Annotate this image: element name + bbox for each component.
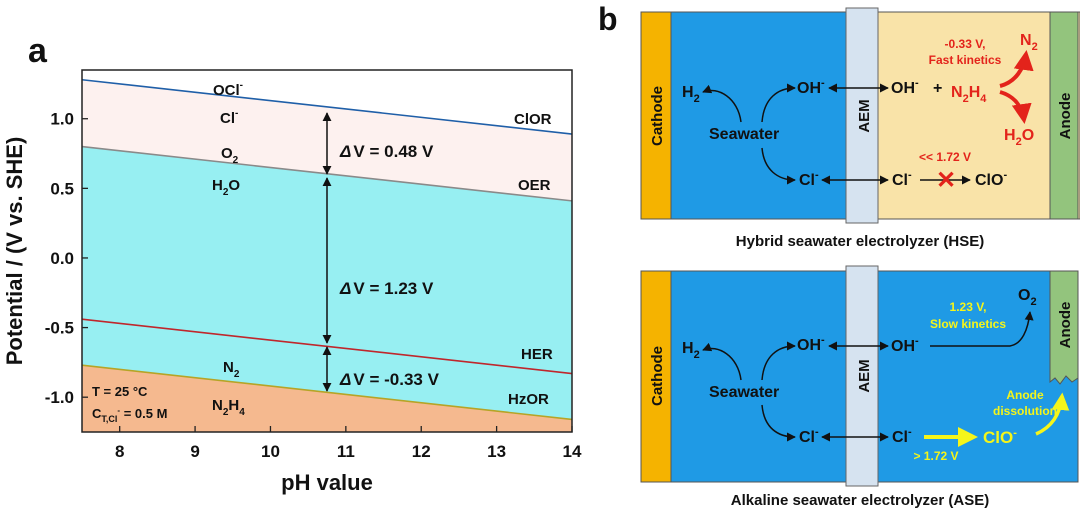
x-tick-label: 8 xyxy=(115,442,124,461)
plot-frame xyxy=(81,69,573,433)
hse-arrow-to-oh xyxy=(761,83,796,123)
series-line-clor xyxy=(82,78,572,135)
y-axis-label: Potential / (V vs. SHE) xyxy=(2,137,27,366)
ase-threshold: > 1.72 V xyxy=(913,449,958,463)
ase-cl-right: Cl- xyxy=(892,426,912,446)
x-tick-label: 9 xyxy=(190,442,199,461)
condition-temperature: T = 25 °C xyxy=(92,384,148,399)
hse-arrow-to-cl xyxy=(761,147,796,185)
ase-anode xyxy=(1049,270,1079,385)
hse-anode xyxy=(1049,11,1079,220)
ase-arrow-to-h2 xyxy=(702,342,742,381)
hse-anode-label: Anode xyxy=(1057,93,1074,140)
hse-cathode xyxy=(640,11,672,220)
ase-cathode xyxy=(640,270,672,483)
y-tick-label: 0.5 xyxy=(50,179,74,198)
ase-seawater: Seawater xyxy=(709,384,779,401)
ase-caption: Alkaline seawater electrolyzer (ASE) xyxy=(731,492,989,509)
hse-kinetics-line1: -0.33 V, xyxy=(945,37,986,51)
x-tick-label: 10 xyxy=(261,442,280,461)
hse-electrolyzer: Cathode AEM Anode H2 Seawater OH- Cl- OH… xyxy=(640,7,1080,250)
line-label-hzor: HzOR xyxy=(508,391,549,408)
x-axis: 8 9 10 11 12 13 14 xyxy=(115,426,582,461)
species-ocl: OCl- xyxy=(213,80,243,99)
x-axis-label: pH value xyxy=(281,470,373,495)
ase-oh-right: OH- xyxy=(891,335,919,355)
hse-electrolyte-left xyxy=(640,11,879,220)
x-tick-label: 13 xyxy=(487,442,506,461)
hse-arrow-to-n2 xyxy=(999,50,1034,88)
species-h2o: H2O xyxy=(212,177,240,198)
hse-h2: H2 xyxy=(682,84,700,105)
hse-clo: ClO- xyxy=(975,169,1007,189)
ase-electrolyzer: Cathode AEM Anode H2 Seawater OH- Cl- OH… xyxy=(640,265,1079,509)
hse-cl-right: Cl- xyxy=(892,169,912,189)
y-tick-label: 0.0 xyxy=(50,249,74,268)
hse-anolyte xyxy=(871,11,1080,220)
ase-cl-left: Cl- xyxy=(799,426,819,446)
ase-cathode-label: Cathode xyxy=(649,346,666,406)
ase-membrane-label: AEM xyxy=(856,359,873,392)
blocked-x-icon: ✕ xyxy=(936,167,956,194)
ase-kinetics-line1: 1.23 V, xyxy=(950,300,987,314)
hse-membrane xyxy=(845,7,879,224)
hse-arrow-to-h2 xyxy=(702,84,742,123)
ase-o2: O2 xyxy=(1018,287,1037,308)
hse-n2h4: N2H4 xyxy=(951,84,987,105)
hse-n2: N2 xyxy=(1020,32,1038,53)
hse-threshold: << 1.72 V xyxy=(919,150,971,164)
ase-h2: H2 xyxy=(682,340,700,361)
panel-b-label: b xyxy=(598,1,618,37)
hse-arrow-to-h2o xyxy=(999,90,1032,124)
y-tick-label: -0.5 xyxy=(45,319,74,338)
y-axis: 1.0 0.5 0.0 -0.5 -1.0 xyxy=(45,110,88,407)
region-bottom xyxy=(82,365,572,432)
y-tick-label: 1.0 xyxy=(50,110,74,129)
hse-cl-left: Cl- xyxy=(799,169,819,189)
panel-a-label: a xyxy=(28,32,48,70)
condition-concentration: CT,Cl- = 0.5 M xyxy=(92,406,167,424)
hse-oh-left: OH- xyxy=(797,77,825,97)
x-tick-label: 12 xyxy=(412,442,431,461)
hse-caption: Hybrid seawater electrolyzer (HSE) xyxy=(736,233,984,250)
line-label-oer: OER xyxy=(518,177,551,194)
series-line-hzor xyxy=(82,364,572,421)
hse-oh-right: OH- xyxy=(891,77,919,97)
line-label-clor: ClOR xyxy=(514,111,552,128)
hse-kinetics-line2: Fast kinetics xyxy=(929,53,1002,67)
hse-seawater: Seawater xyxy=(709,126,779,143)
line-label-her: HER xyxy=(521,346,553,363)
ase-arrow-to-cl xyxy=(761,404,796,442)
ase-dissolution-line1: Anode xyxy=(1006,388,1044,402)
ase-dissolution-line2: dissolution xyxy=(993,404,1057,418)
ase-arrow-to-oh xyxy=(761,341,796,381)
hse-h2o: H2O xyxy=(1004,127,1034,148)
species-n2: N2 xyxy=(223,359,240,380)
ase-oh-left: OH- xyxy=(797,334,825,354)
hse-cathode-label: Cathode xyxy=(649,86,666,146)
x-tick-label: 11 xyxy=(337,442,355,461)
species-o2: O2 xyxy=(221,145,239,166)
ase-arrow-to-o2 xyxy=(930,311,1034,347)
ase-anode-label: Anode xyxy=(1057,302,1074,349)
ase-dissolution-arrow xyxy=(1035,392,1070,436)
ase-membrane xyxy=(845,265,879,487)
ase-clo: ClO- xyxy=(983,427,1017,447)
species-cl: Cl- xyxy=(220,108,238,127)
x-tick-label: 14 xyxy=(563,442,582,461)
species-n2h4: N2H4 xyxy=(212,397,245,418)
ase-kinetics-line2: Slow kinetics xyxy=(930,317,1006,331)
hse-membrane-label: AEM xyxy=(856,99,873,132)
y-tick-label: -1.0 xyxy=(45,388,74,407)
hse-plus: + xyxy=(933,80,942,97)
